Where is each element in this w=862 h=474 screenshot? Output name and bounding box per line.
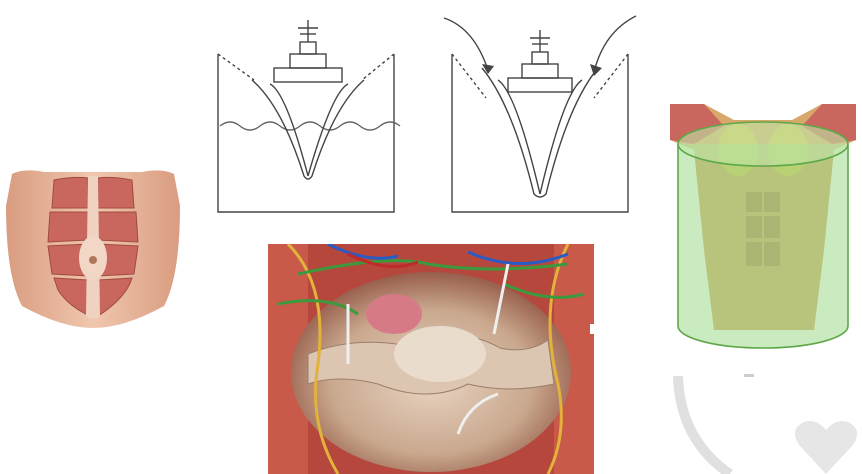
heart-icon [795,421,857,474]
abdominal-muscles-illustration [4,166,182,328]
ship-in-water-comparison-diagram [212,8,664,222]
surgical-pelvic-anatomy-render [268,244,594,474]
torso-muscles-with-green-cylinder [664,100,862,370]
decorative-arc [660,370,862,474]
